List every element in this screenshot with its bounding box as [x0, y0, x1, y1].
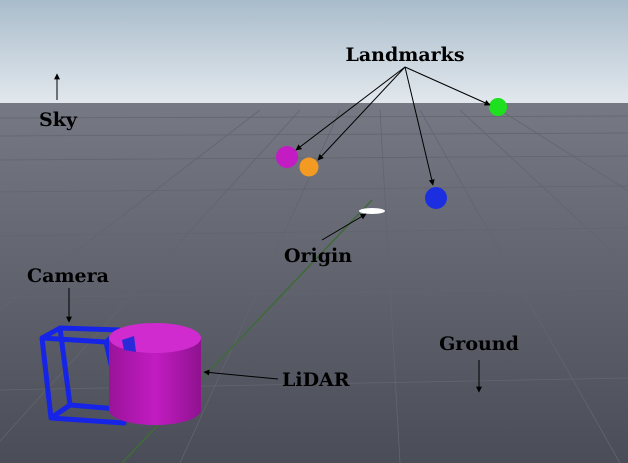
landmark-magenta: [276, 146, 298, 168]
label-lidar: LiDAR: [282, 369, 350, 391]
label-sky: Sky: [39, 109, 78, 131]
lidar-model: [109, 323, 201, 425]
landmark-blue: [425, 187, 447, 209]
label-origin: Origin: [284, 245, 352, 267]
origin-marker: [359, 208, 385, 214]
label-landmarks: Landmarks: [345, 44, 464, 66]
sky-region: [0, 0, 628, 103]
landmark-orange: [299, 157, 319, 177]
landmark-green: [489, 98, 507, 116]
ground-grid: [0, 109, 628, 463]
label-camera: Camera: [27, 265, 109, 287]
label-ground: Ground: [439, 333, 519, 355]
annotation-arrows: [54, 66, 491, 393]
